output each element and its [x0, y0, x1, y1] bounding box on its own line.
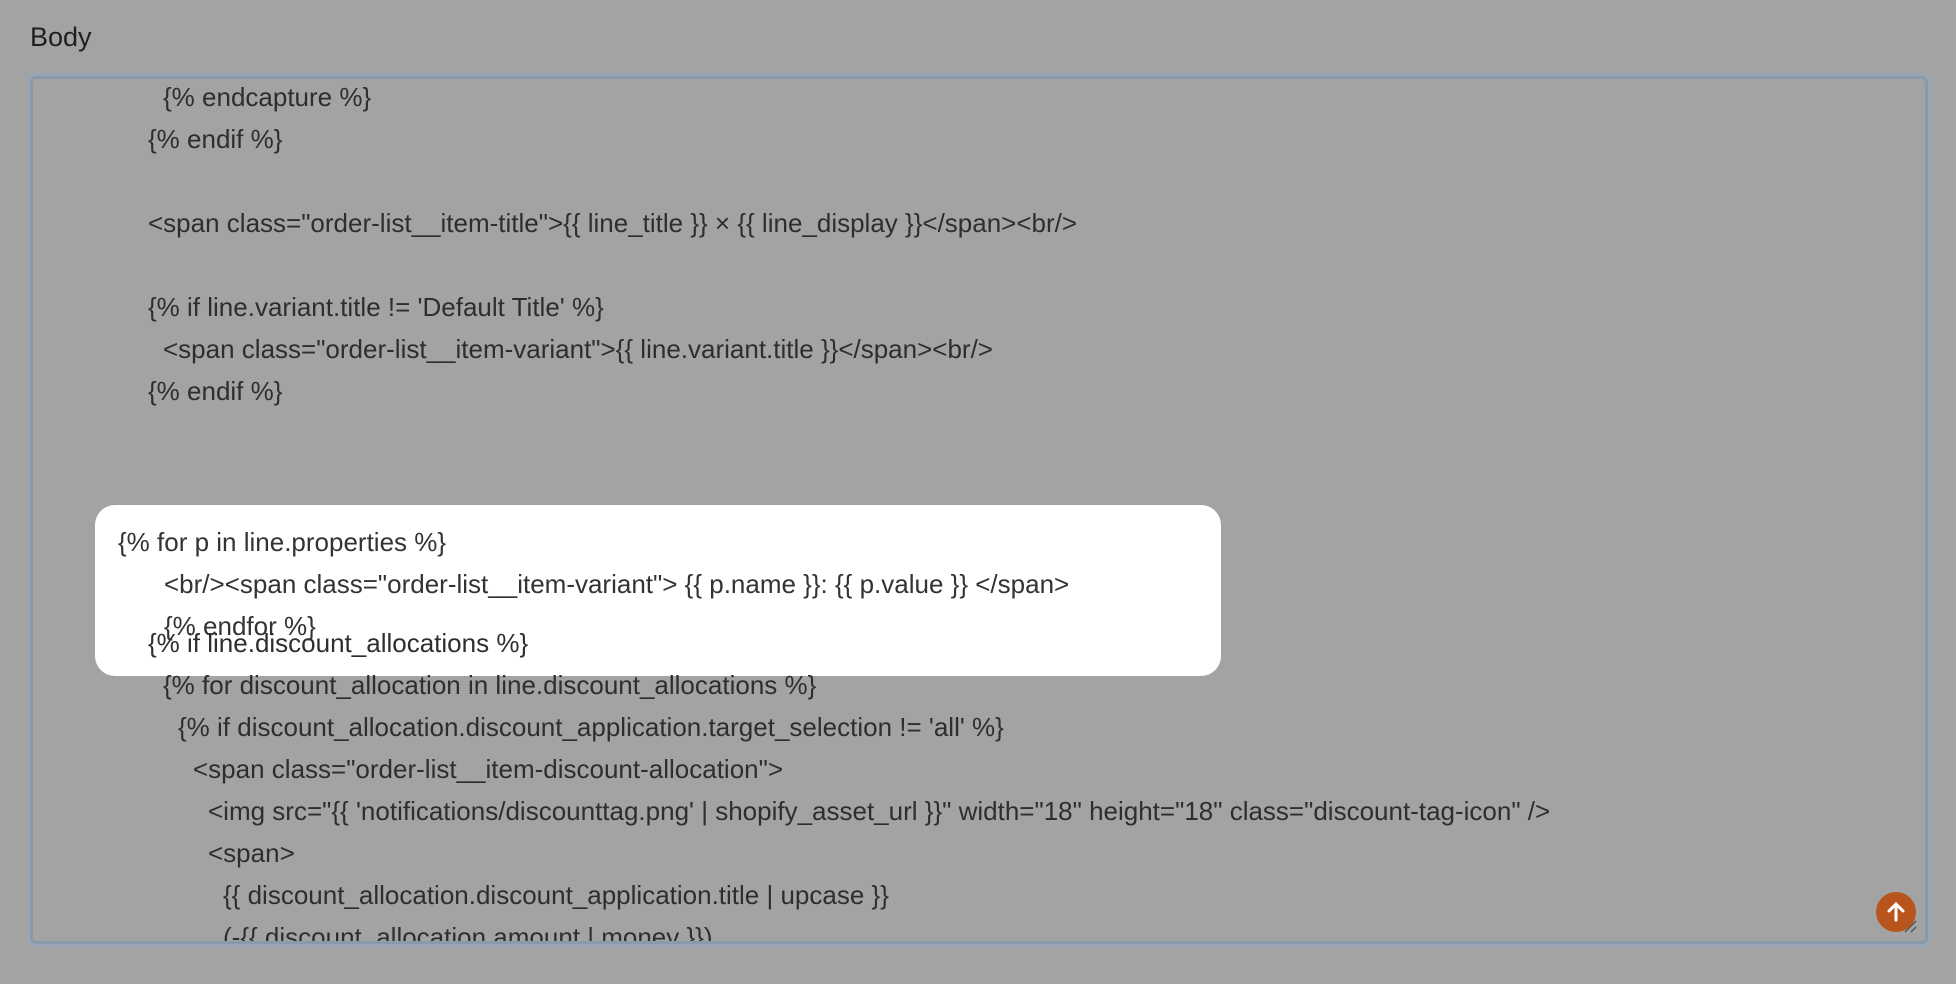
- code-line: <span class="order-list__item-title">{{ …: [148, 208, 1078, 238]
- arrow-up-icon: [1887, 902, 1905, 922]
- resize-grip-icon[interactable]: [1901, 917, 1917, 933]
- code-line: {% endif %}: [148, 376, 283, 406]
- code-line: {% if line.discount_allocations %}: [148, 628, 529, 658]
- code-line: (-{{ discount_allocation.amount | money …: [223, 922, 713, 944]
- highlighted-code-line: {% for p in line.properties %}: [118, 527, 447, 557]
- code-line: {{ discount_allocation.discount_applicat…: [223, 880, 889, 910]
- code-line: <span>: [208, 838, 295, 868]
- code-line: <span class="order-list__item-variant">{…: [163, 334, 993, 364]
- highlighted-code-line: <br/><span class="order-list__item-varia…: [164, 569, 1070, 599]
- code-line: {% if discount_allocation.discount_appli…: [178, 712, 1004, 742]
- body-field-label: Body: [30, 22, 92, 52]
- code-line: {% for discount_allocation in line.disco…: [163, 670, 817, 700]
- code-line: {% if line.variant.title != 'Default Tit…: [148, 292, 604, 322]
- scroll-to-top-button[interactable]: [1876, 892, 1916, 932]
- body-code-editor[interactable]: {% endcapture %} {% endif %} <span class…: [30, 76, 1928, 944]
- highlighted-code-block: {% for p in line.properties %} <br/><spa…: [95, 505, 1221, 676]
- code-line: <img src="{{ 'notifications/discounttag.…: [208, 796, 1551, 826]
- code-line: <span class="order-list__item-discount-a…: [193, 754, 784, 784]
- code-line: {% endcapture %}: [163, 82, 372, 112]
- highlighted-code-line: {% endfor %}: [164, 611, 316, 641]
- code-line: {% endif %}: [148, 124, 283, 154]
